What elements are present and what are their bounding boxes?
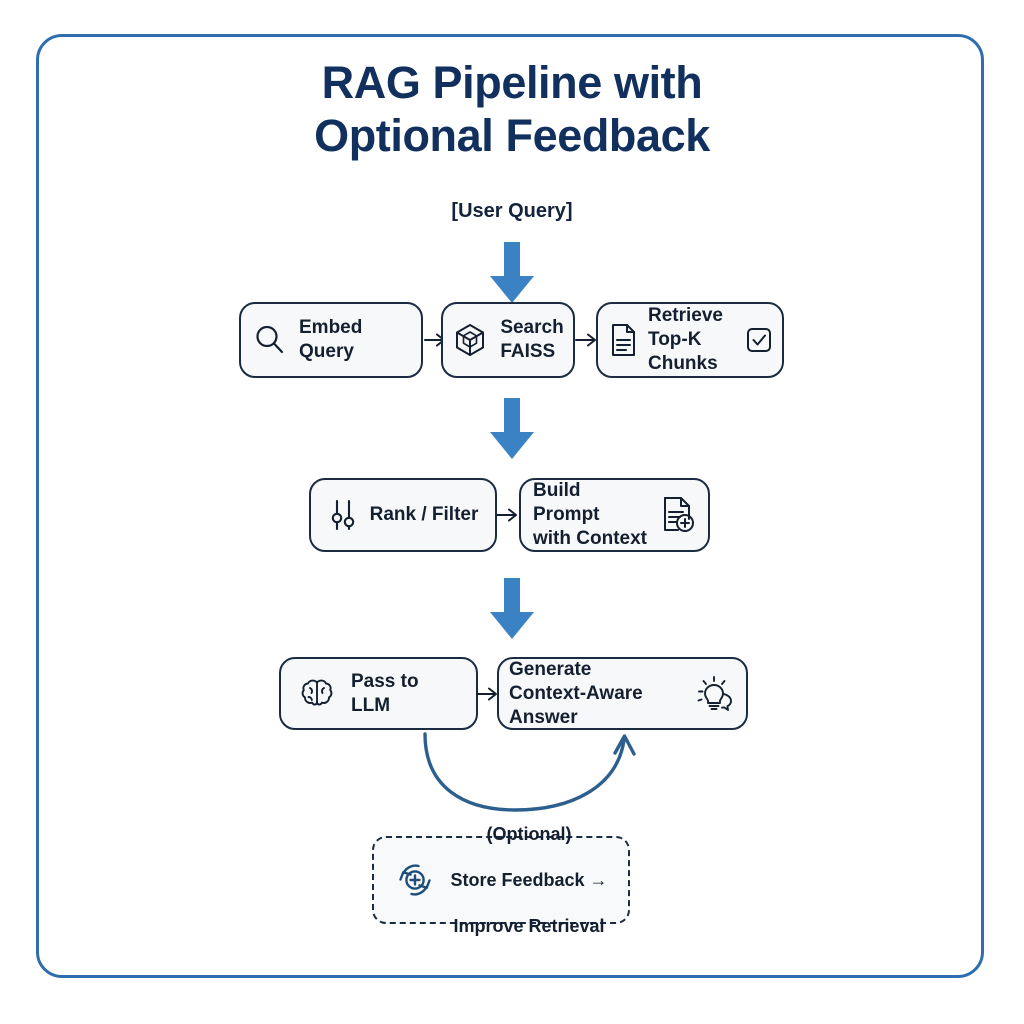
node-optional-feedback[interactable]: (Optional) Store Feedback → Improve Retr… [372, 824, 630, 936]
block-arrow-1 [489, 242, 535, 304]
outer-frame [36, 34, 984, 978]
sliders-icon [328, 497, 358, 533]
lightbulb-idea-icon [692, 672, 736, 716]
mini-arrow-rank-to-build [496, 505, 522, 525]
brain-icon [299, 677, 335, 711]
page-title-line-1: RAG Pipeline with [321, 57, 703, 108]
refresh-plus-icon [394, 859, 436, 901]
node-build-prompt[interactable]: Build Prompt with Context [519, 478, 710, 552]
node-retrieve-topk[interactable]: Retrieve Top-K Chunks [596, 302, 784, 378]
page-title-line-2: Optional Feedback [314, 110, 710, 161]
document-lines-icon [607, 322, 639, 358]
feedback-label: (Optional) Store Feedback → Improve Retr… [450, 800, 607, 961]
node-label: Retrieve Top-K Chunks [648, 305, 723, 374]
document-plus-icon [660, 495, 696, 535]
feedback-line-2: Store Feedback → [450, 869, 608, 890]
node-label: Search FAISS [500, 317, 564, 362]
page-title: RAG Pipeline with Optional Feedback [0, 56, 1024, 162]
node-generate-answer[interactable]: Generate Context-Aware Answer [497, 657, 748, 730]
node-label: Rank / Filter [369, 504, 479, 525]
node-label: Build Prompt with Context [533, 480, 647, 549]
block-arrow-2 [489, 398, 535, 460]
node-embed-query[interactable]: Embed Query [239, 302, 423, 378]
node-label: Embed Query [299, 317, 363, 362]
checkbox-checked-icon [745, 326, 773, 354]
node-label: Pass to LLM [351, 670, 419, 716]
entry-label-user-query: [User Query] [451, 200, 573, 222]
mini-arrow-llm-to-generate [476, 684, 502, 704]
node-search-faiss[interactable]: Search FAISS [441, 302, 575, 378]
mini-arrow-search-to-retrieve [575, 330, 601, 350]
feedback-curve-arrow [405, 726, 655, 826]
cube-icon [452, 322, 488, 358]
feedback-line-1: (Optional) [486, 823, 572, 844]
node-label: Generate Context-Aware Answer [509, 658, 643, 728]
feedback-line-3: Improve Retrieval [453, 915, 605, 936]
node-pass-to-llm[interactable]: Pass to LLM [279, 657, 478, 730]
magnifier-icon [253, 323, 287, 357]
block-arrow-3 [489, 578, 535, 640]
node-rank-filter[interactable]: Rank / Filter [309, 478, 497, 552]
